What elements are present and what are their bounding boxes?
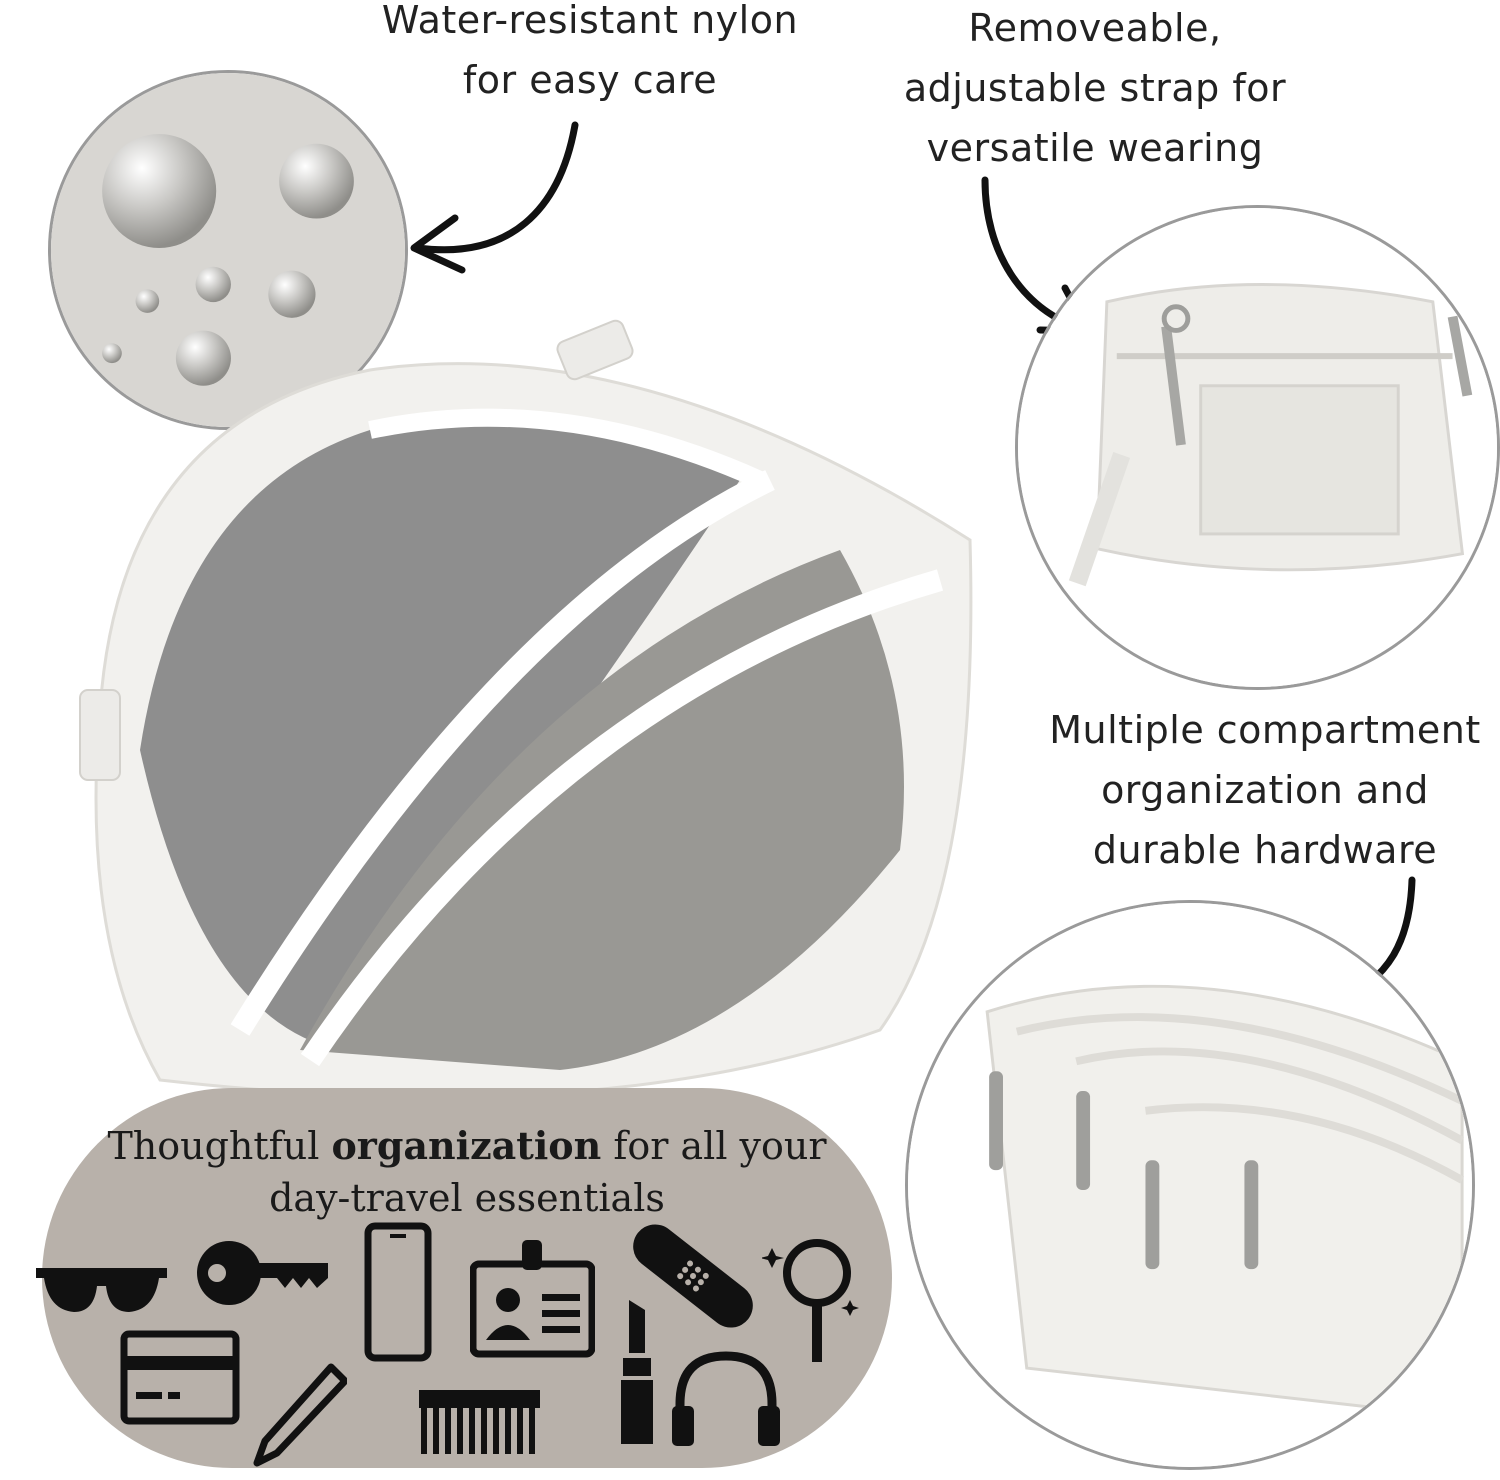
caption-compartment-line2: organization and [1101, 768, 1429, 812]
arrow-to-fabric-icon [410, 121, 579, 274]
caption-water-resistant: Water-resistant nylon for easy care [360, 0, 820, 110]
caption-strap-line2: adjustable strap for [903, 66, 1287, 110]
caption-compartments: Multiple compartment organization and du… [1030, 700, 1500, 880]
id-badge-icon [470, 1240, 595, 1358]
banner-line1-bold: organization [331, 1123, 602, 1168]
key-icon [197, 1241, 328, 1305]
banner-line2: day-travel essentials [269, 1176, 665, 1220]
hardware-detail-photo [905, 900, 1475, 1470]
phone-icon [364, 1222, 432, 1362]
caption-water-line1: Water-resistant nylon [381, 0, 799, 42]
banner-line1-pre: Thoughtful [107, 1124, 332, 1168]
caption-compartment-line3: durable hardware [1092, 828, 1438, 872]
fabric-water-drops-photo [48, 70, 408, 430]
caption-water-line2: for easy care [462, 58, 718, 102]
banner-line1: Thoughtful organization for all your [42, 1120, 892, 1172]
comb-icon [419, 1390, 540, 1454]
mirror-icon [762, 1239, 859, 1362]
banner-line1-post: for all your [601, 1124, 827, 1168]
bandage-icon [633, 1224, 753, 1328]
credit-card-icon [120, 1330, 240, 1425]
sunglasses-icon [36, 1268, 167, 1312]
pencil-icon [253, 1363, 347, 1467]
open-bag-photo [79, 319, 973, 1099]
caption-strap-line1: Removeable, [968, 6, 1222, 50]
caption-strap: Removeable, adjustable strap for versati… [880, 0, 1310, 178]
caption-strap-line3: versatile wearing [926, 126, 1264, 170]
banner-heading: Thoughtful organization for all your day… [42, 1120, 892, 1224]
essentials-banner: Thoughtful organization for all your day… [36, 1088, 892, 1468]
caption-compartment-line1: Multiple compartment [1049, 708, 1481, 752]
headphones-icon [672, 1351, 780, 1446]
strap-detail-photo [1015, 205, 1500, 690]
lipstick-icon [621, 1300, 653, 1444]
